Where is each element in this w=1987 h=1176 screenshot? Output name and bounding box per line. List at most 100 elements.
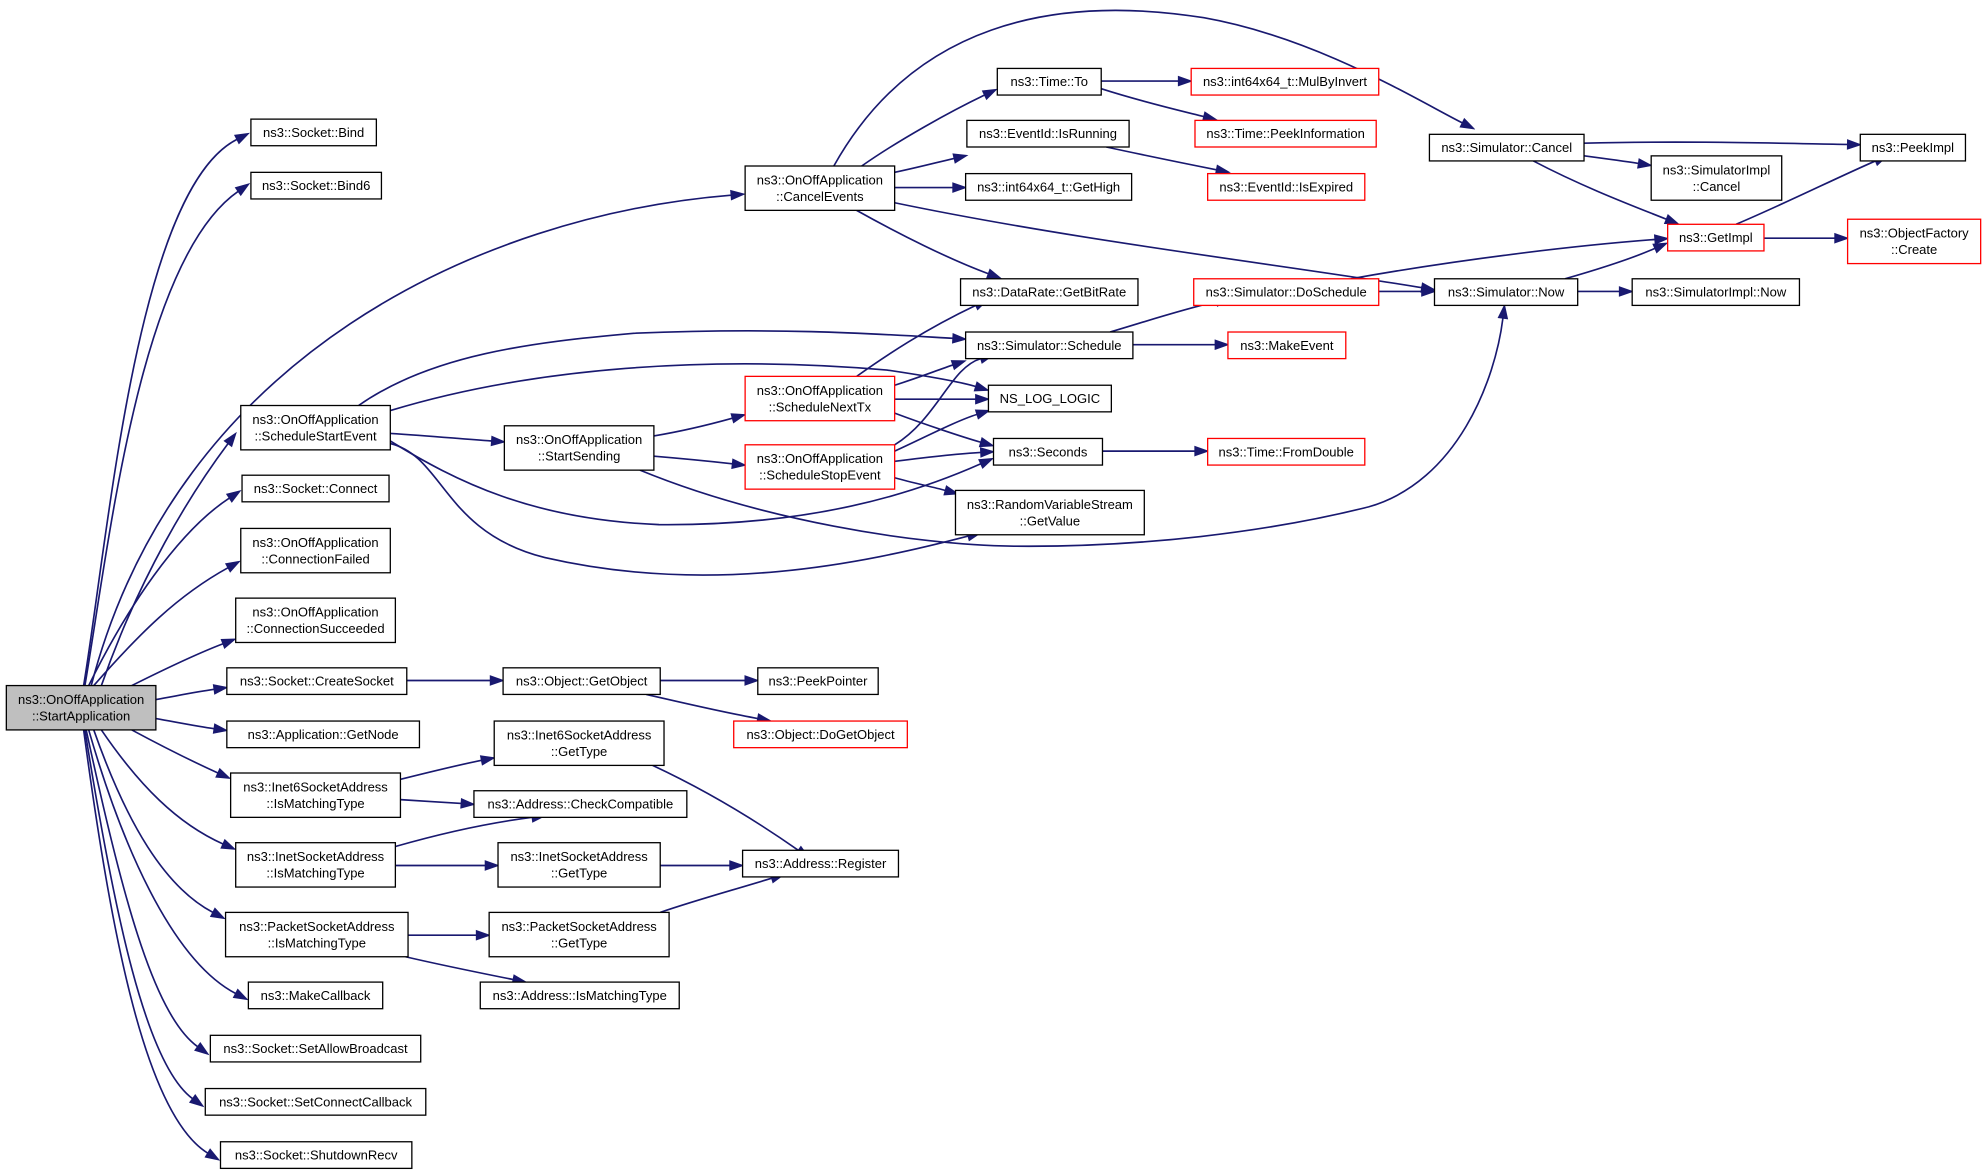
edge-scheduleStart-to-seconds: [389, 440, 995, 526]
node-label: ::StartApplication: [32, 708, 130, 723]
node-checkCompat[interactable]: ns3::Address::CheckCompatible: [473, 790, 688, 819]
edge-layer: [82, 9, 1889, 1161]
node-cancelEvents[interactable]: ns3::OnOffApplication::CancelEvents: [744, 165, 896, 212]
node-bind[interactable]: ns3::Socket::Bind: [250, 118, 378, 147]
node-label: ns3::Inet6SocketAddress: [243, 779, 388, 794]
node-startSending[interactable]: ns3::OnOffApplication::StartSending: [503, 425, 655, 471]
node-label: ns3::ObjectFactory: [1860, 226, 1970, 241]
node-simCancel[interactable]: ns3::Simulator::Cancel: [1428, 133, 1585, 162]
edge-start-to-appGetNode: [155, 717, 229, 734]
node-mulByInvert[interactable]: ns3::int64x64_t::MulByInvert: [1190, 67, 1380, 96]
node-isRunning[interactable]: ns3::EventId::IsRunning: [966, 119, 1130, 148]
node-addrMatch[interactable]: ns3::Address::IsMatchingType: [479, 981, 680, 1010]
node-start[interactable]: ns3::OnOffApplication::StartApplication: [5, 684, 157, 731]
node-connFailed[interactable]: ns3::OnOffApplication::ConnectionFailed: [240, 527, 391, 574]
node-getHigh[interactable]: ns3::int64x64_t::GetHigh: [964, 172, 1133, 201]
edge-inetGetType-to-addrRegister: [660, 860, 745, 871]
node-inetGetType[interactable]: ns3::InetSocketAddress::GetType: [497, 842, 661, 888]
node-simImplCancel[interactable]: ns3::SimulatorImpl::Cancel: [1650, 155, 1783, 201]
node-label: ns3::int64x64_t::GetHigh: [977, 179, 1120, 194]
node-fromDouble[interactable]: ns3::Time::FromDouble: [1207, 437, 1366, 466]
node-inet6GetType[interactable]: ns3::Inet6SocketAddress::GetType: [493, 720, 665, 767]
node-getBitRate[interactable]: ns3::DataRate::GetBitRate: [959, 278, 1139, 307]
node-packetMatch[interactable]: ns3::PacketSocketAddress::IsMatchingType: [224, 911, 409, 958]
node-makeCallback[interactable]: ns3::MakeCallback: [247, 981, 384, 1010]
node-rvsGetValue[interactable]: ns3::RandomVariableStream::GetValue: [954, 489, 1145, 536]
edge-start-to-bind: [82, 132, 250, 686]
node-box: [1846, 218, 1982, 265]
node-label: ::IsMatchingType: [268, 935, 366, 950]
node-label: ns3::InetSocketAddress: [247, 849, 385, 864]
node-box: [964, 172, 1133, 201]
node-label: ns3::Object::DoGetObject: [746, 727, 895, 742]
node-box: [959, 278, 1139, 307]
node-label: ns3::Object::GetObject: [516, 674, 648, 689]
node-timeTo[interactable]: ns3::Time::To: [996, 67, 1102, 96]
node-box: [1207, 172, 1366, 201]
edge-simCancel-to-peekImpl: [1584, 139, 1863, 150]
edge-getObject-to-peekPointer: [660, 675, 760, 686]
edge-scheduleNext-to-seconds: [894, 412, 995, 448]
node-seconds[interactable]: ns3::Seconds: [992, 437, 1104, 466]
node-peekImpl[interactable]: ns3::PeekImpl: [1859, 133, 1967, 162]
edge-start-to-connectCallback: [84, 729, 205, 1108]
node-simNow[interactable]: ns3::Simulator::Now: [1433, 278, 1579, 307]
edge-cancelEvents-to-getBitRate: [856, 209, 1003, 279]
node-box: [219, 1141, 413, 1170]
node-inet6Match[interactable]: ns3::Inet6SocketAddress::IsMatchingType: [229, 772, 402, 819]
node-allowBroadcast[interactable]: ns3::Socket::SetAllowBroadcast: [209, 1034, 422, 1063]
node-peekInfo[interactable]: ns3::Time::PeekInformation: [1194, 119, 1377, 148]
node-box: [226, 667, 408, 696]
node-nsLog[interactable]: NS_LOG_LOGIC: [987, 384, 1113, 413]
node-appGetNode[interactable]: ns3::Application::GetNode: [226, 720, 421, 749]
node-addrRegister[interactable]: ns3::Address::Register: [741, 849, 900, 878]
node-doSchedule[interactable]: ns3::Simulator::DoSchedule: [1193, 278, 1380, 307]
node-box: [488, 911, 670, 958]
node-createSocket[interactable]: ns3::Socket::CreateSocket: [226, 667, 408, 696]
edge-startSending-to-scheduleNext: [653, 413, 747, 437]
node-box: [241, 474, 390, 503]
node-label: ns3::InetSocketAddress: [510, 849, 648, 864]
node-bind6[interactable]: ns3::Socket::Bind6: [250, 171, 383, 200]
node-label: ns3::Simulator::Now: [1448, 285, 1565, 300]
node-label: ns3::Time::To: [1010, 74, 1088, 89]
node-scheduleStop[interactable]: ns3::OnOffApplication::ScheduleStopEvent: [744, 444, 896, 490]
node-connectCallback[interactable]: ns3::Socket::SetConnectCallback: [204, 1087, 427, 1116]
node-label: ns3::OnOffApplication: [252, 412, 378, 427]
node-box: [250, 171, 383, 200]
node-sockConnect[interactable]: ns3::Socket::Connect: [241, 474, 390, 503]
node-simImplNow[interactable]: ns3::SimulatorImpl::Now: [1631, 278, 1801, 307]
edge-simCancel-to-simImplCancel: [1583, 155, 1653, 169]
node-packetGetType[interactable]: ns3::PacketSocketAddress::GetType: [488, 911, 670, 958]
node-getImpl[interactable]: ns3::GetImpl: [1667, 223, 1765, 252]
node-isExpired[interactable]: ns3::EventId::IsExpired: [1207, 172, 1366, 201]
node-shutdownRecv[interactable]: ns3::Socket::ShutdownRecv: [219, 1141, 413, 1170]
node-objFactory[interactable]: ns3::ObjectFactory::Create: [1846, 218, 1982, 265]
edge-start-to-makeCallback: [87, 729, 249, 1001]
node-doGetObject[interactable]: ns3::Object::DoGetObject: [733, 720, 908, 749]
node-label: ns3::Socket::SetAllowBroadcast: [223, 1041, 408, 1056]
node-inetMatch[interactable]: ns3::InetSocketAddress::IsMatchingType: [235, 842, 397, 888]
edge-startSending-to-simNow: [639, 303, 1509, 548]
node-simSchedule[interactable]: ns3::Simulator::Schedule: [964, 331, 1134, 360]
node-label: ns3::Socket::CreateSocket: [240, 674, 394, 689]
node-label: ns3::Address::CheckCompatible: [488, 797, 674, 812]
edge-inet6Match-to-inet6GetType: [400, 755, 496, 781]
edge-cancelEvents-to-isRunning: [894, 153, 969, 174]
node-label: ns3::MakeEvent: [1240, 338, 1334, 353]
node-box: [1190, 67, 1380, 96]
node-box: [741, 849, 900, 878]
node-label: ::ScheduleStopEvent: [759, 468, 881, 483]
edge-packetMatch-to-addrMatch: [405, 955, 528, 985]
edge-start-to-inet6Match: [131, 729, 232, 780]
node-peekPointer[interactable]: ns3::PeekPointer: [757, 667, 879, 696]
node-connSucceeded[interactable]: ns3::OnOffApplication::ConnectionSucceed…: [235, 597, 397, 644]
node-label: ns3::SimulatorImpl::Now: [1645, 285, 1786, 300]
node-makeEvent[interactable]: ns3::MakeEvent: [1227, 331, 1347, 360]
node-box: [240, 527, 391, 574]
node-scheduleNext[interactable]: ns3::OnOffApplication::ScheduleNextTx: [744, 375, 896, 422]
node-getObject[interactable]: ns3::Object::GetObject: [502, 667, 661, 696]
node-scheduleStart[interactable]: ns3::OnOffApplication::ScheduleStartEven…: [240, 404, 391, 451]
node-box: [1650, 155, 1783, 201]
